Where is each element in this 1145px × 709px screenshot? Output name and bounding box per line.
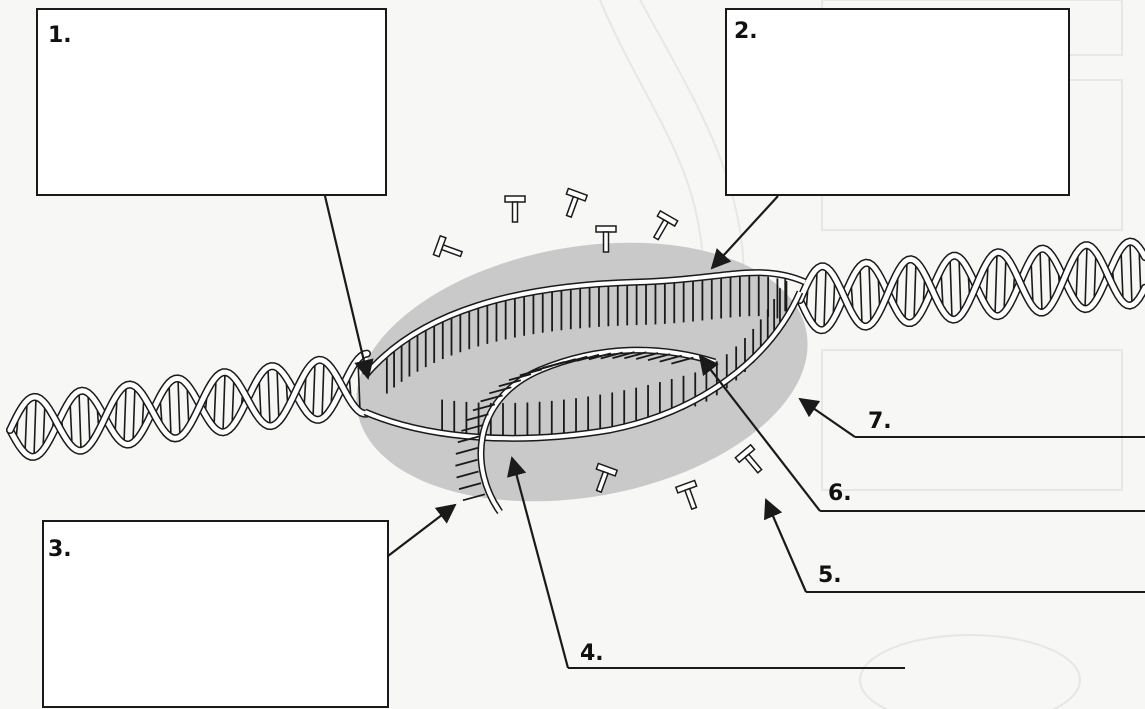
label-2-number: 2. — [734, 19, 758, 44]
label-6-number: 6. — [828, 481, 852, 506]
dna-helix-right — [800, 242, 1145, 331]
label-box-2[interactable]: 2. — [726, 9, 1069, 195]
label-box-1[interactable]: 1. — [37, 9, 386, 195]
label-box-3[interactable]: 3. — [43, 521, 388, 707]
label-1-number: 1. — [48, 23, 72, 48]
label-4-number: 4. — [580, 641, 604, 666]
label-7-number: 7. — [868, 409, 892, 434]
label-5-number: 5. — [818, 563, 842, 588]
dna-helix-left — [10, 354, 367, 457]
label-3-number: 3. — [48, 537, 72, 562]
